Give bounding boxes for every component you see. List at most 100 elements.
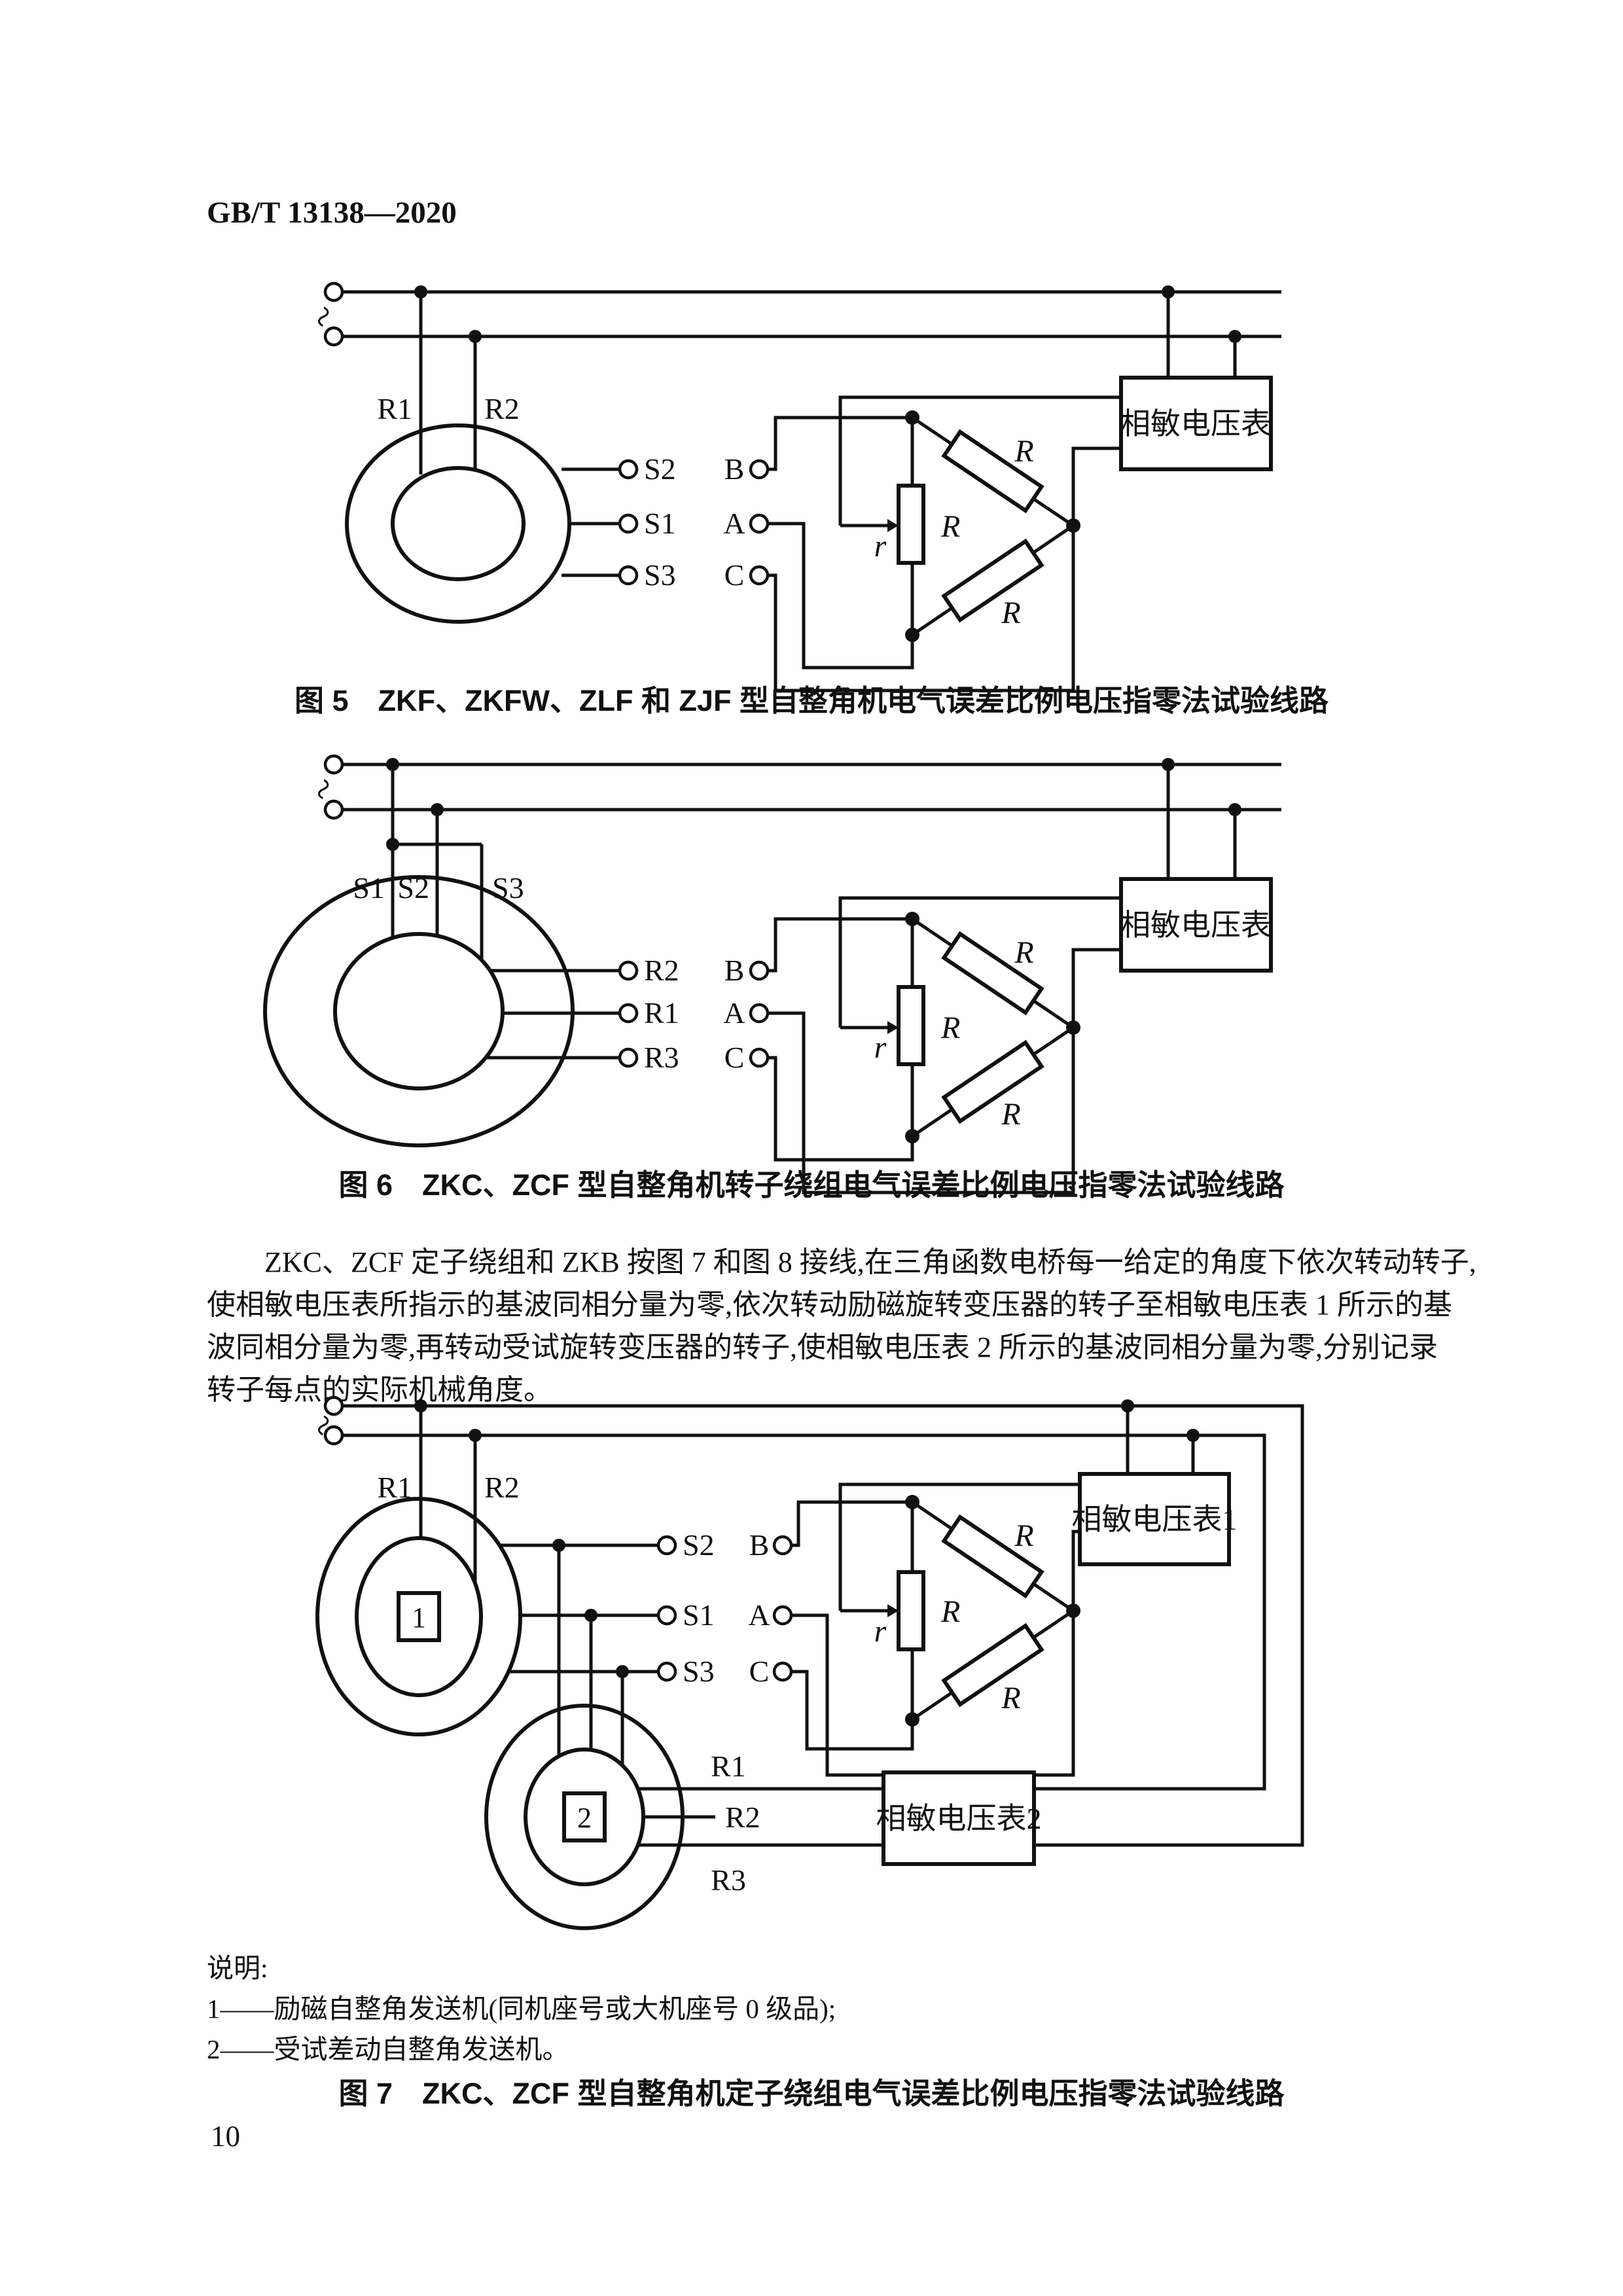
fig6-supply-terminal — [323, 754, 344, 775]
fig6-terminal-r3 — [618, 1047, 639, 1068]
fig7-supply-terminal — [323, 1395, 344, 1416]
figure5-caption: 图 5 ZKF、ZKFW、ZLF 和 ZJF 型自整角机电气误差比例电压指零法试… — [294, 684, 1329, 717]
junction-dot — [469, 1429, 482, 1442]
fig7-supply-terminal — [323, 1425, 344, 1446]
fig5-voltmeter-label: 相敏电压表 — [1120, 407, 1271, 440]
junction-dot — [1186, 1429, 1200, 1442]
fig7-voltmeter2-box — [882, 1770, 1036, 1866]
fig7-terminal-c — [772, 1661, 793, 1682]
fig5-terminal-c — [749, 565, 770, 586]
legend-item: 1——励磁自整角发送机(同机座号或大机座号 0 级品); — [207, 1994, 836, 2024]
fig7-voltmeter1-box — [1078, 1472, 1231, 1566]
figure6-diagram: ~ S1 S2 S3 R2 R1 R3 B A C — [263, 754, 1281, 1194]
fig7-terminal-b — [772, 1535, 793, 1556]
fig7-terminal-s2 — [656, 1535, 677, 1556]
junction-dot — [1162, 758, 1175, 771]
fig5-rotor-label-r2: R2 — [484, 392, 520, 425]
junction-dot — [386, 838, 399, 851]
junction-dot — [1162, 285, 1175, 298]
fig7-wiper-label: r — [874, 1614, 887, 1649]
fig5-resistor-label-lower: R — [1001, 596, 1020, 630]
fig7-label-s3: S3 — [683, 1655, 715, 1688]
fig7-rot-label-r3: R3 — [711, 1863, 746, 1897]
fig5-label-s1: S1 — [644, 507, 676, 540]
fig6-supply-terminal — [323, 799, 344, 820]
fig7-label-b: B — [749, 1528, 770, 1562]
figure7-legend: 说明: 1——励磁自整角发送机(同机座号或大机座号 0 级品); 2——受试差动… — [207, 1948, 836, 2070]
fig6-terminal-r1 — [618, 1003, 639, 1024]
fig6-terminal-c — [749, 1047, 770, 1068]
fig7-rot-label-r1: R1 — [711, 1749, 746, 1783]
fig7-dut-stator — [484, 1704, 685, 1930]
potentiometer-body — [897, 1570, 925, 1651]
figure7-caption: 图 7 ZKC、ZCF 型自整角机定子绕组电气误差比例电压指零法试验线路 — [338, 2077, 1285, 2110]
fig5-ac-source-icon: ~ — [299, 298, 348, 335]
figure6-caption: 图 6 ZKC、ZCF 型自整角机转子绕组电气误差比例电压指零法试验线路 — [338, 1168, 1285, 1202]
fig6-voltmeter-box — [1119, 877, 1273, 973]
fig6-resistor-label-lower: R — [1001, 1097, 1020, 1132]
fig7-machine2-number: 2 — [577, 1802, 592, 1834]
fig7-resistor-label-upper: R — [1014, 1518, 1033, 1553]
fig5-supply-terminal — [323, 326, 344, 347]
fig5-rotor-label-r1: R1 — [377, 392, 412, 425]
fig7-label-s1: S1 — [683, 1598, 715, 1632]
wiper-arrow-icon — [887, 519, 899, 532]
fig6-label-b: B — [724, 954, 745, 987]
fig7-rotor-label-r2: R2 — [484, 1471, 520, 1504]
figure5-diagram: ~ R1 R2 S2 S1 S3 B A C — [299, 281, 1281, 692]
resistor-body — [941, 1039, 1044, 1124]
fig6-potentiometer-label: R — [940, 1011, 960, 1045]
fig5-terminal-s1 — [618, 513, 639, 534]
body-paragraph: ZKC、ZCF 定子绕组和 ZKB 按图 7 和图 8 接线,在三角函数电桥每一… — [207, 1241, 1476, 1411]
fig6-label-s3: S3 — [492, 871, 524, 905]
fig7-exciter-stator — [315, 1497, 522, 1736]
bridge-bottom-node — [905, 1129, 919, 1143]
junction-dot — [414, 1399, 427, 1412]
junction-dot — [1121, 1399, 1134, 1412]
fig6-label-r1: R1 — [644, 996, 679, 1030]
bridge-right-node — [1066, 518, 1080, 533]
paragraph-line: 转子每点的实际机械角度。 — [207, 1374, 552, 1406]
junction-dot — [1228, 330, 1241, 343]
fig5-supply-terminal — [323, 281, 344, 302]
fig7-terminal-s3 — [656, 1661, 677, 1682]
fig6-label-a: A — [723, 996, 745, 1030]
paragraph-line: 波同相分量为零,再转动受试旋转变压器的转子,使相敏电压表 2 所示的基波同相分量… — [207, 1331, 1438, 1363]
standard-number-header: GB/T 13138—2020 — [207, 196, 457, 230]
figure7-diagram: ~ R1 R2 1 S2 S1 S3 B A C — [299, 1395, 1304, 1930]
fig5-terminal-a — [749, 513, 770, 534]
resistor-body — [941, 1623, 1044, 1708]
fig5-voltmeter-box — [1119, 376, 1273, 471]
fig6-wiring — [343, 762, 1281, 1194]
fig7-machine1-box — [397, 1591, 441, 1642]
page-number: 10 — [211, 2120, 240, 2153]
resistor-body — [941, 1514, 1044, 1599]
bridge-bottom-node — [905, 628, 919, 642]
junction-dot — [584, 1609, 597, 1622]
junction-dot — [431, 803, 444, 816]
paragraph-line: 使相敏电压表所指示的基波同相分量为零,依次转动励磁旋转变压器的转子至相敏电压表 … — [207, 1289, 1452, 1321]
fig7-exciter-rotor — [355, 1536, 483, 1697]
fig7-label-a: A — [748, 1598, 770, 1632]
fig6-synchro-rotor — [333, 932, 505, 1090]
fig7-dut-rotor — [524, 1748, 645, 1886]
fig7-terminal-a — [772, 1605, 793, 1626]
fig5-label-s2: S2 — [644, 452, 676, 486]
fig5-terminal-s2 — [618, 459, 639, 480]
wiper-arrow-icon — [887, 1021, 899, 1034]
legend-title: 说明: — [207, 1953, 268, 1983]
bridge-top-node — [905, 1495, 919, 1509]
fig5-potentiometer-label: R — [940, 509, 960, 544]
fig5-synchro-rotor — [391, 466, 526, 581]
potentiometer-body — [897, 484, 925, 565]
fig5-wiper-label: r — [874, 529, 887, 564]
fig6-label-r3: R3 — [644, 1041, 679, 1074]
junction-dot — [386, 758, 399, 771]
fig7-rot-label-r2: R2 — [725, 1801, 760, 1834]
fig7-voltmeter1-label: 相敏电压表1 — [1072, 1503, 1238, 1536]
fig7-resistor-label-lower: R — [1001, 1681, 1020, 1715]
fig7-voltmeter2-label: 相敏电压表2 — [876, 1802, 1042, 1835]
fig6-label-r2: R2 — [644, 954, 679, 987]
bridge-top-node — [905, 912, 919, 926]
